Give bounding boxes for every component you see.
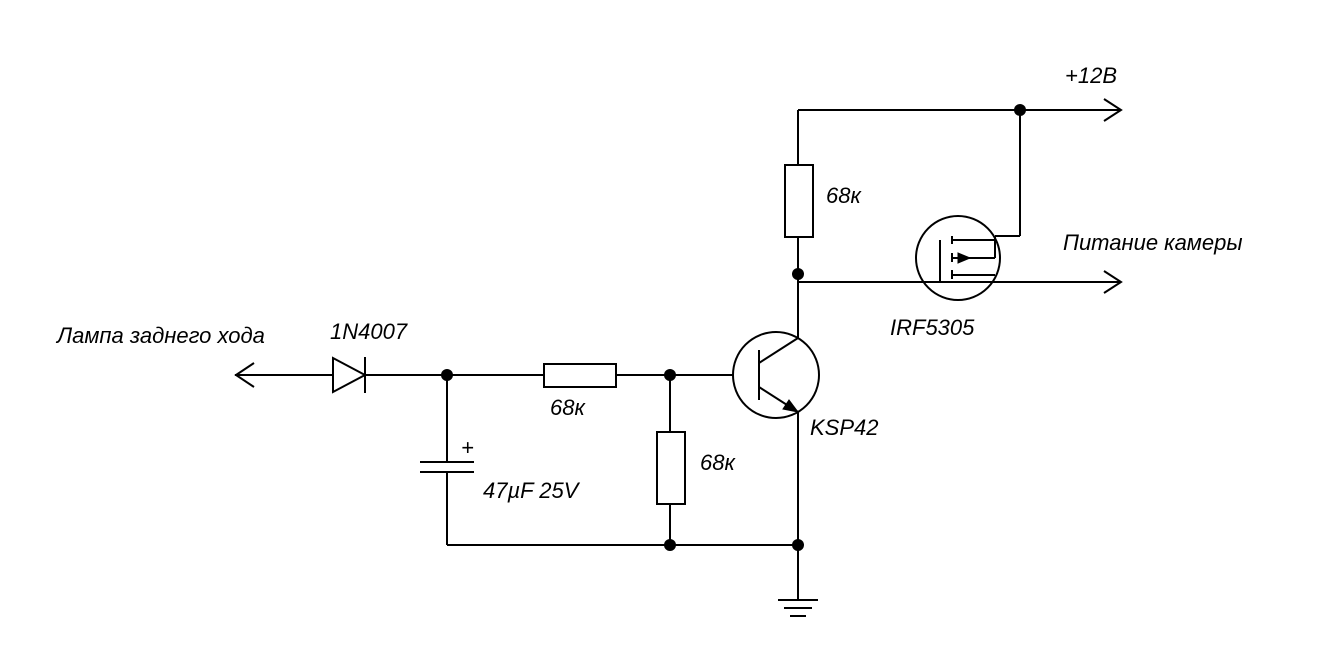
- output-line: [798, 270, 1123, 294]
- capacitor-label: 47µF 25V: [483, 478, 581, 503]
- supply-label: +12В: [1065, 63, 1117, 88]
- supply-rail: [798, 98, 1123, 122]
- mosfet-irf5305: [915, 110, 1021, 301]
- resistor-pullup: [784, 110, 814, 274]
- output-label: Питание камеры: [1063, 230, 1243, 255]
- diode-1n4007: [332, 356, 368, 394]
- ground-symbol: [778, 599, 818, 617]
- input-connector: [234, 362, 332, 388]
- resistor-series-label: 68к: [550, 395, 586, 420]
- resistor-shunt: [656, 375, 686, 545]
- transistor-label: KSP42: [810, 415, 879, 440]
- capacitor-plus-sign: +: [461, 435, 474, 460]
- capacitor-47uf: [420, 375, 474, 545]
- diode-label: 1N4007: [330, 319, 408, 344]
- input-label: Лампа заднего хода: [55, 323, 265, 348]
- resistor-pullup-label: 68к: [826, 183, 862, 208]
- mosfet-label: IRF5305: [890, 315, 975, 340]
- resistor-shunt-label: 68к: [700, 450, 736, 475]
- junction-dots: [441, 104, 1026, 551]
- transistor-ksp42: [732, 331, 820, 419]
- resistor-series: [543, 363, 617, 388]
